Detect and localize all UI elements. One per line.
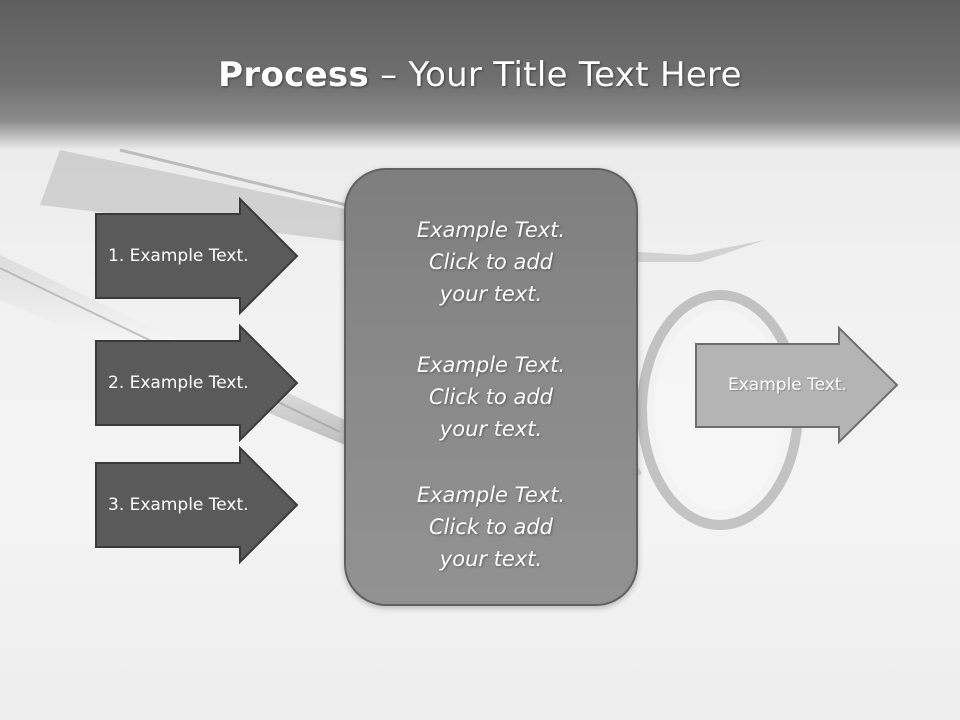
text-block-3[interactable]: Example Text. Click to add your text. — [346, 479, 636, 575]
center-process-box[interactable]: Example Text. Click to add your text. Ex… — [344, 168, 638, 606]
block-line: Click to add — [428, 385, 553, 409]
input-arrow-1[interactable]: 1. Example Text. — [95, 196, 299, 316]
input-arrow-2[interactable]: 2. Example Text. — [95, 323, 299, 443]
block-line: your text. — [439, 282, 543, 306]
block-line: your text. — [439, 547, 543, 571]
title-band — [0, 0, 960, 150]
right-arrow-icon — [95, 196, 299, 316]
block-line: Click to add — [428, 250, 553, 274]
block-line: your text. — [439, 417, 543, 441]
input-arrow-label: 1. Example Text. — [108, 246, 249, 266]
right-arrow-icon — [95, 323, 299, 443]
right-arrow-icon — [695, 325, 899, 445]
input-arrow-label: 2. Example Text. — [108, 373, 249, 393]
title-rest: – Your Title Text Here — [369, 55, 742, 95]
block-line: Example Text. — [416, 483, 566, 507]
title-bold: Process — [218, 55, 370, 95]
slide-title: Process – Your Title Text Here — [0, 52, 960, 98]
block-line: Example Text. — [416, 218, 566, 242]
right-arrow-icon — [95, 445, 299, 565]
output-arrow[interactable]: Example Text. — [695, 325, 899, 445]
input-arrow-label: 3. Example Text. — [108, 495, 249, 515]
text-block-2[interactable]: Example Text. Click to add your text. — [346, 349, 636, 445]
block-line: Example Text. — [416, 353, 566, 377]
input-arrow-3[interactable]: 3. Example Text. — [95, 445, 299, 565]
text-block-1[interactable]: Example Text. Click to add your text. — [346, 214, 636, 310]
output-arrow-label: Example Text. — [728, 375, 847, 395]
block-line: Click to add — [428, 515, 553, 539]
